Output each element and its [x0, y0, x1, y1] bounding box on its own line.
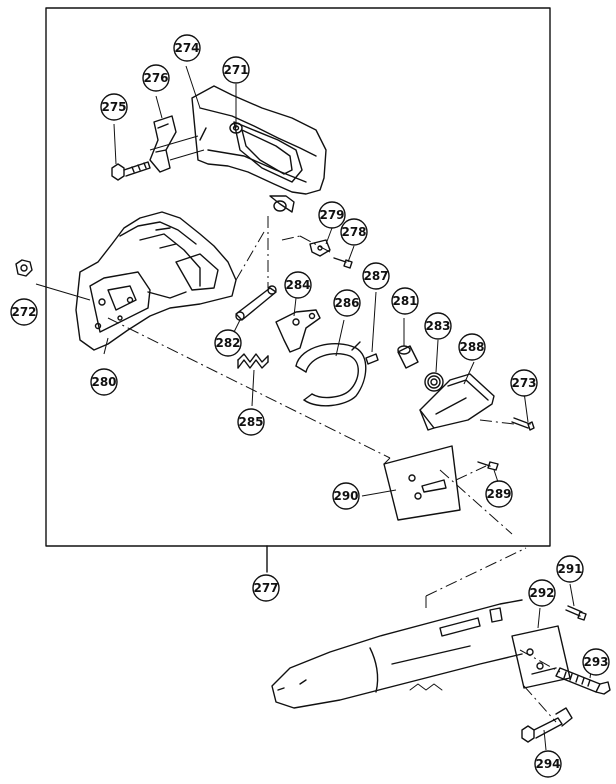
callout-273-circle	[510, 369, 538, 397]
callout-291-circle	[556, 555, 584, 583]
callout-276: 276	[143, 71, 168, 85]
callout-272: 272	[11, 305, 36, 319]
callout-289-circle	[485, 480, 513, 508]
crankcase	[75, 211, 237, 351]
callout-286-circle	[333, 289, 361, 317]
callout-280: 280	[91, 375, 116, 389]
callout-285: 285	[238, 415, 263, 429]
callout-290: 290	[333, 489, 358, 503]
adjuster-293	[555, 667, 611, 695]
screw-273	[511, 417, 535, 431]
nut-272	[15, 259, 33, 277]
guide-bar	[271, 599, 523, 709]
callout-276-circle	[142, 64, 170, 92]
cover-bracket	[149, 115, 177, 173]
callout-271: 271	[223, 63, 248, 77]
callout-280-circle	[90, 368, 118, 396]
callout-287: 287	[363, 269, 388, 283]
callout-circles	[10, 34, 610, 778]
callout-293: 293	[583, 655, 608, 669]
callout-277-circle	[252, 574, 280, 602]
leader-lines	[35, 65, 593, 751]
spring-283	[424, 372, 444, 392]
callout-281: 281	[392, 294, 417, 308]
callout-278: 278	[341, 225, 366, 239]
callout-287-circle	[362, 262, 390, 290]
brake-band	[295, 341, 367, 407]
callout-293-circle	[582, 648, 610, 676]
assembly-frame	[45, 7, 551, 547]
brake-lever	[275, 309, 321, 353]
callout-273: 273	[511, 376, 536, 390]
brake-link	[235, 285, 277, 321]
callout-288: 288	[459, 340, 484, 354]
callout-279: 279	[319, 208, 344, 222]
screw-289	[477, 461, 499, 471]
callout-274-circle	[173, 34, 201, 62]
spring-285	[237, 353, 269, 369]
callout-278-circle	[340, 218, 368, 246]
callout-292: 292	[529, 586, 554, 600]
callout-283: 283	[425, 319, 450, 333]
callout-294: 294	[535, 757, 560, 771]
callout-271-circle	[222, 56, 250, 84]
callout-286: 286	[334, 296, 359, 310]
callout-291: 291	[557, 562, 582, 576]
screw-278	[333, 257, 353, 269]
callout-294-circle	[534, 750, 562, 778]
callout-282-circle	[214, 329, 242, 357]
callout-284: 284	[285, 278, 310, 292]
callout-279-circle	[318, 201, 346, 229]
callout-277: 277	[253, 581, 278, 595]
bolt-275	[111, 161, 151, 181]
callout-275: 275	[101, 100, 126, 114]
guide-plate-290	[383, 445, 461, 521]
bolt-294	[521, 707, 573, 743]
callout-275-circle	[100, 93, 128, 121]
sprocket-cover	[191, 85, 327, 213]
callout-284-circle	[284, 271, 312, 299]
callout-290-circle	[332, 482, 360, 510]
callout-282: 282	[215, 336, 240, 350]
callout-272-circle	[10, 298, 38, 326]
bolt-291	[565, 605, 587, 621]
assembly-dash-lines	[107, 216, 561, 723]
pin-287	[365, 353, 379, 365]
collar-281	[397, 345, 419, 369]
callout-292-circle	[528, 579, 556, 607]
callout-288-circle	[458, 333, 486, 361]
callout-281-circle	[391, 287, 419, 315]
callout-274: 274	[174, 41, 199, 55]
callout-283-circle	[424, 312, 452, 340]
callout-289: 289	[486, 487, 511, 501]
callout-285-circle	[237, 408, 265, 436]
